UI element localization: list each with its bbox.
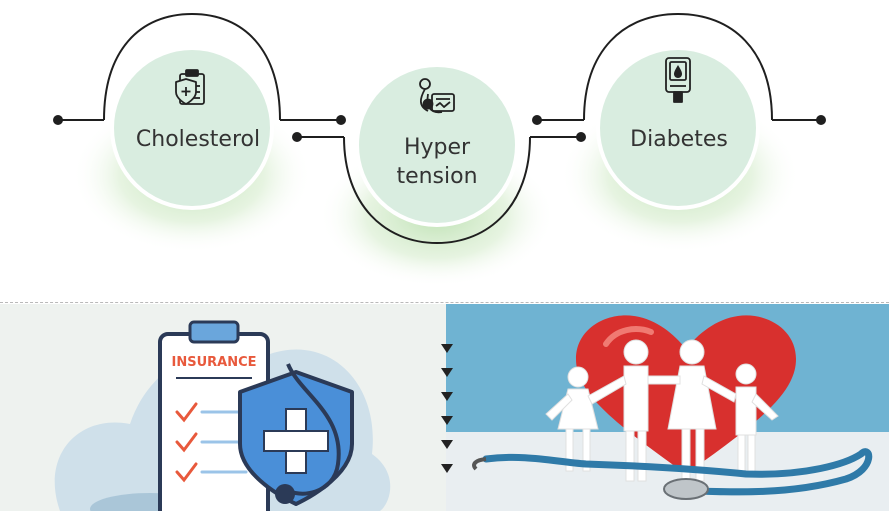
- diabetes-node: [596, 46, 760, 210]
- diabetes-label: Diabetes: [630, 127, 728, 152]
- cholesterol-node: [110, 46, 274, 210]
- blood-pressure-monitor-icon: [419, 78, 455, 114]
- connector-lines: [58, 12, 821, 245]
- triangle-markers: [441, 344, 455, 488]
- triangle-marker: [441, 416, 453, 425]
- triangle-marker: [441, 344, 453, 353]
- insurance-illustration-panel: INSURANCE: [0, 304, 446, 511]
- heart-family-photo-panel: [446, 304, 889, 511]
- glucose-meter-icon: [665, 57, 691, 103]
- triangle-marker: [441, 368, 453, 377]
- insurance-clipboard-shield-icon: INSURANCE: [54, 320, 391, 511]
- hypertension-node: [355, 63, 519, 227]
- hypertension-label-line-1: Hyper: [404, 135, 471, 160]
- triangle-marker: [441, 440, 453, 449]
- hypertension-label-line-2: tension: [396, 164, 477, 189]
- insurance-title: INSURANCE: [171, 355, 256, 370]
- triangle-marker: [441, 464, 453, 473]
- triangle-marker: [441, 392, 453, 401]
- health-conditions-diagram: Cholesterol Hyper tension Diabetes: [53, 12, 826, 287]
- heart-family-stethoscope-illustration: [446, 304, 889, 511]
- section-divider: [0, 302, 889, 303]
- cholesterol-label: Cholesterol: [136, 127, 260, 152]
- connector-dots: [53, 115, 826, 142]
- shield-clipboard-icon: [175, 69, 205, 105]
